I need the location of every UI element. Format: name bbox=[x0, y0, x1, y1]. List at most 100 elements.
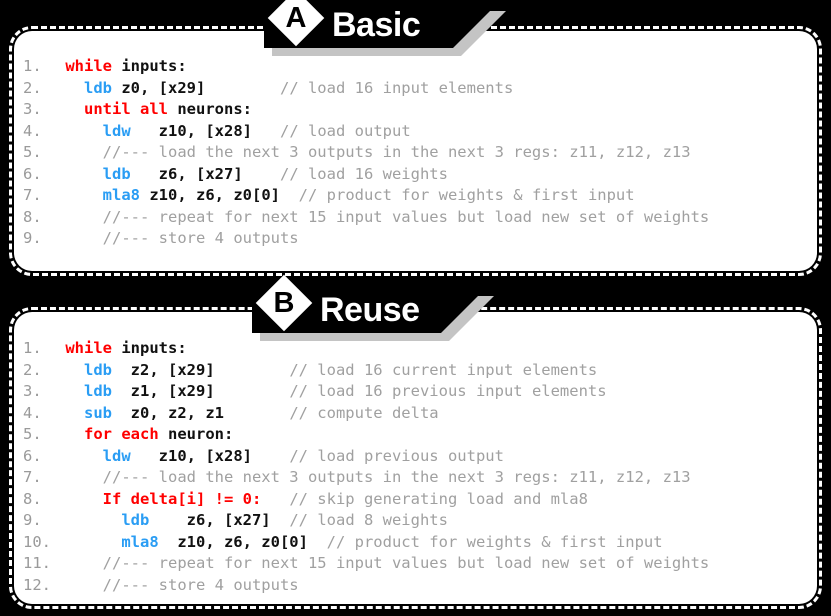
code-comment: // load 16 weights bbox=[279, 164, 448, 183]
code-comment: //--- repeat for next 15 input values bu… bbox=[102, 554, 710, 572]
comment-spacer bbox=[280, 186, 299, 204]
code-line: 4. ldw z10, [x28] // load output bbox=[23, 121, 826, 143]
code-line: 4. sub z0, z2, z1 // compute delta bbox=[23, 403, 826, 425]
code-line: 12. //--- store 4 outputs bbox=[23, 575, 826, 597]
code-operands: inputs: bbox=[112, 339, 187, 357]
panel-a-title: Basic bbox=[332, 6, 421, 44]
code-line: 1. while inputs: bbox=[23, 338, 826, 360]
code-operands: z6, [x27] bbox=[130, 164, 243, 183]
code-line: 6. ldb z6, [x27] // load 16 weights bbox=[23, 164, 826, 186]
comment-spacer bbox=[205, 79, 280, 97]
code-mnemonic: ldb bbox=[121, 511, 150, 529]
comment-spacer bbox=[224, 404, 289, 422]
code-line: 9. ldb z6, [x27] // load 8 weights bbox=[23, 510, 826, 532]
code-line: 7. mla8 z10, z6, z0[0] // product for we… bbox=[23, 185, 826, 207]
line-number: 2. bbox=[23, 78, 42, 97]
line-number: 8. bbox=[23, 207, 42, 226]
code-operands: z0, [x29] bbox=[112, 78, 206, 97]
code-mnemonic: ldb bbox=[84, 382, 112, 400]
indent-spacer bbox=[56, 511, 121, 529]
code-operands: z10, [x28] bbox=[130, 446, 252, 465]
code-panel-a: 1. while inputs:2. ldb z0, [x29] // load… bbox=[9, 26, 822, 276]
code-comment: // load 16 input elements bbox=[279, 78, 514, 97]
panel-b-banner: B Reuse bbox=[252, 274, 552, 341]
code-line: 1. while inputs: bbox=[23, 56, 826, 78]
indent-spacer bbox=[56, 143, 103, 161]
indent-spacer bbox=[56, 447, 103, 465]
code-panel-b: 1. while inputs:2. ldb z2, [x29] // load… bbox=[9, 307, 822, 609]
comment-spacer bbox=[271, 511, 290, 529]
line-number: 8. bbox=[23, 489, 42, 508]
code-comment: // load 16 current input elements bbox=[289, 360, 598, 379]
code-line: 8. //--- repeat for next 15 input values… bbox=[23, 207, 826, 229]
code-keyword: If delta[i] != 0: bbox=[102, 489, 262, 508]
line-number: 9. bbox=[23, 229, 42, 247]
comment-spacer bbox=[252, 447, 289, 465]
indent-spacer bbox=[56, 490, 103, 508]
indent-spacer bbox=[56, 468, 103, 486]
line-number: 9. bbox=[23, 511, 42, 529]
code-comment: //--- load the next 3 outputs in the nex… bbox=[102, 468, 691, 486]
comment-spacer bbox=[261, 490, 289, 508]
code-line: 5. for each neuron: bbox=[23, 424, 826, 446]
indent-spacer bbox=[56, 361, 84, 379]
code-operands: z6, [x27] bbox=[149, 511, 271, 529]
line-number: 4. bbox=[23, 121, 42, 140]
comment-spacer bbox=[215, 361, 290, 379]
code-operands: inputs: bbox=[112, 57, 187, 75]
code-operands: z10, z6, z0[0] bbox=[140, 186, 280, 204]
code-comment: // compute delta bbox=[289, 403, 439, 422]
code-line: 3. ldb z1, [x29] // load 16 previous inp… bbox=[23, 381, 826, 403]
line-number: 10. bbox=[23, 532, 51, 551]
code-comment: //--- repeat for next 15 input values bu… bbox=[102, 207, 710, 226]
line-number: 7. bbox=[23, 186, 42, 204]
code-line: 5. //--- load the next 3 outputs in the … bbox=[23, 142, 826, 164]
line-number: 11. bbox=[23, 554, 51, 572]
panel-b-title: Reuse bbox=[320, 291, 420, 329]
indent-spacer bbox=[56, 186, 103, 204]
code-operands: z1, [x29] bbox=[112, 382, 215, 400]
code-keyword: for each bbox=[84, 425, 159, 443]
line-number: 6. bbox=[23, 164, 42, 183]
code-operands: z2, [x29] bbox=[112, 360, 215, 379]
indent-spacer bbox=[56, 229, 103, 247]
code-line: 7. //--- load the next 3 outputs in the … bbox=[23, 467, 826, 489]
indent-spacer bbox=[56, 533, 121, 551]
badge-letter-a: A bbox=[285, 2, 307, 34]
line-number: 5. bbox=[23, 143, 42, 161]
indent-spacer bbox=[56, 339, 65, 357]
code-line: 2. ldb z2, [x29] // load 16 current inpu… bbox=[23, 360, 826, 382]
code-mnemonic: mla8 bbox=[121, 532, 159, 551]
code-line: 2. ldb z0, [x29] // load 16 input elemen… bbox=[23, 78, 826, 100]
code-block-a: 1. while inputs:2. ldb z0, [x29] // load… bbox=[14, 31, 826, 250]
code-keyword: until all bbox=[84, 100, 168, 118]
indent-spacer bbox=[56, 554, 103, 572]
line-number: 12. bbox=[23, 575, 51, 594]
line-number: 5. bbox=[23, 425, 42, 443]
code-keyword: while bbox=[65, 57, 113, 75]
indent-spacer bbox=[56, 208, 103, 226]
indent-spacer bbox=[56, 425, 84, 443]
line-number: 4. bbox=[23, 403, 42, 422]
code-comment: // product for weights & first input bbox=[326, 532, 663, 551]
code-mnemonic: ldb bbox=[84, 78, 112, 97]
code-comment: //--- store 4 outputs bbox=[102, 229, 299, 247]
code-comment: //--- load the next 3 outputs in the nex… bbox=[102, 143, 691, 161]
line-number: 2. bbox=[23, 360, 42, 379]
code-line: 8. If delta[i] != 0: // skip generating … bbox=[23, 489, 826, 511]
code-mnemonic: ldw bbox=[102, 121, 131, 140]
line-number: 1. bbox=[23, 339, 42, 357]
comment-spacer bbox=[252, 122, 280, 140]
code-operands: neuron: bbox=[158, 425, 234, 443]
code-line: 6. ldw z10, [x28] // load previous outpu… bbox=[23, 446, 826, 468]
comment-spacer bbox=[308, 533, 327, 551]
code-operands: neurons: bbox=[168, 100, 252, 118]
comment-spacer bbox=[243, 165, 280, 183]
code-comment: //--- store 4 outputs bbox=[102, 575, 299, 594]
indent-spacer bbox=[56, 576, 103, 594]
indent-spacer bbox=[56, 57, 65, 75]
line-number: 7. bbox=[23, 468, 42, 486]
code-line: 9. //--- store 4 outputs bbox=[23, 228, 826, 250]
indent-spacer bbox=[56, 165, 103, 183]
code-mnemonic: ldw bbox=[102, 446, 131, 465]
